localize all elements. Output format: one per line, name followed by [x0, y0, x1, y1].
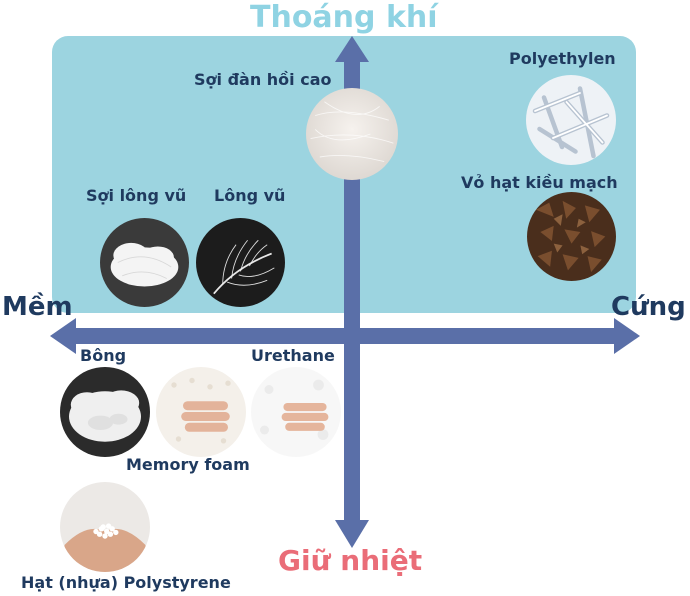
axis-title-top: Thoáng khí	[250, 0, 438, 35]
high-elastic-fiber-image	[306, 88, 398, 180]
polyethylene-image	[526, 75, 616, 165]
label-feather-fiber: Sợi lông vũ	[86, 186, 187, 205]
memory-foam-image	[156, 367, 246, 457]
left-arrowhead	[50, 318, 76, 354]
cotton-image	[60, 367, 150, 457]
axis-title-right: Cứng	[611, 292, 686, 322]
label-polystyrene-beads: Hạt (nhựa) Polystyrene	[21, 573, 231, 592]
axis-title-bottom: Giữ nhiệt	[278, 544, 423, 577]
label-polyethylene: Polyethylen	[509, 49, 616, 68]
label-memory-foam: Memory foam	[126, 455, 250, 474]
horizontal-axis-shaft	[70, 328, 620, 344]
down-arrowhead	[335, 520, 369, 548]
polystyrene-beads-image	[60, 482, 150, 572]
urethane-image	[251, 367, 341, 457]
label-buckwheat-hull: Vỏ hạt kiều mạch	[461, 173, 618, 192]
axis-title-left: Mềm	[2, 292, 73, 322]
label-high-elastic-fiber: Sợi đàn hồi cao	[194, 70, 332, 89]
buckwheat-hull-image	[527, 192, 616, 281]
label-urethane: Urethane	[251, 346, 335, 365]
up-arrowhead	[335, 36, 369, 62]
label-cotton: Bông	[80, 346, 127, 365]
label-feather: Lông vũ	[214, 186, 286, 205]
right-arrowhead	[614, 318, 640, 354]
feather-fiber-image	[100, 218, 189, 307]
feather-image	[196, 218, 285, 307]
